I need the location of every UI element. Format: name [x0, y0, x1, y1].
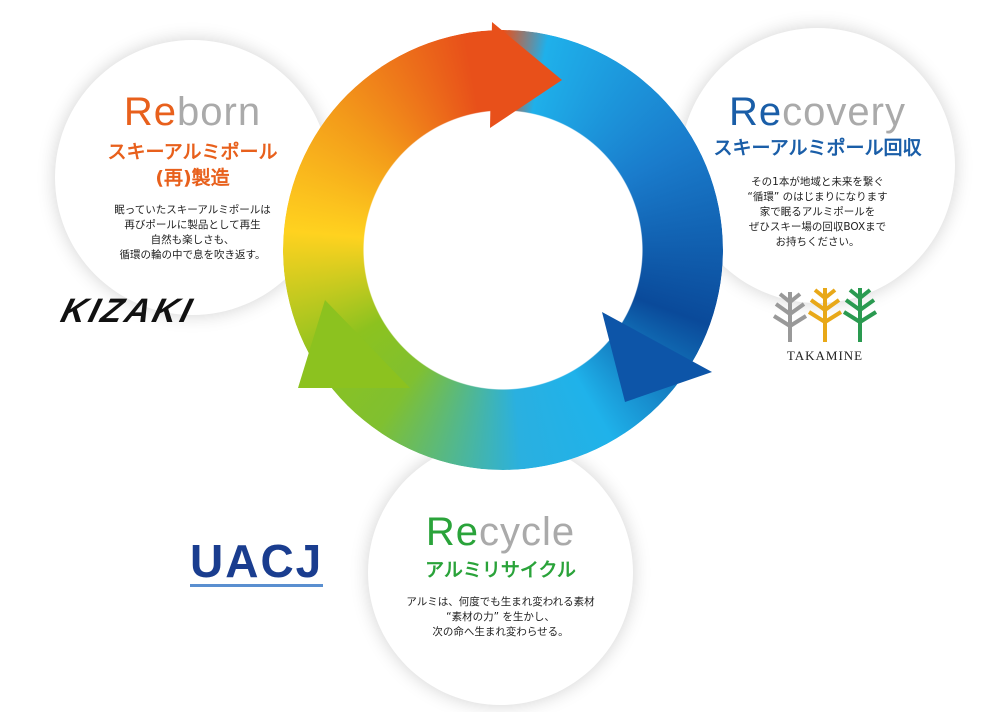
recovery-title: Recovery: [729, 90, 906, 134]
recovery-subtitle: スキーアルミポール回収: [713, 137, 922, 159]
recovery-circle: Recovery スキーアルミポール回収 その1本が地域と未来を繋ぐ “循環” …: [680, 28, 955, 303]
uacj-logo: UACJ: [190, 535, 324, 587]
recovery-body: その1本が地域と未来を繋ぐ “循環” のはじまりになります 家で眠るアルミポール…: [747, 176, 888, 248]
recycle-body: アルミは、何度でも生まれ変われる素材 “素材の力” を生かし、 次の命へ生まれ変…: [406, 596, 595, 638]
green-arrowhead: [298, 300, 410, 388]
trees-icon: [772, 288, 878, 342]
blue-arrowhead: [602, 312, 712, 402]
recycle-circle: Recycle アルミリサイクル アルミは、何度でも生まれ変われる素材 “素材の…: [368, 440, 633, 705]
recycle-subtitle: アルミリサイクル: [425, 559, 576, 581]
reborn-subtitle: スキーアルミポール (再)製造: [107, 141, 278, 189]
reborn-body: 眠っていたスキーアルミポールは 再びポールに製品として再生 自然も楽しさも、 循…: [114, 204, 271, 261]
kizaki-logo: KIZAKI: [57, 292, 199, 330]
recycle-title: Recycle: [425, 510, 576, 554]
orange-arrowhead: [490, 22, 562, 128]
reborn-title: Reborn: [123, 90, 262, 134]
takamine-logo: TAKAMINE: [770, 284, 880, 364]
reborn-circle: Reborn スキーアルミポール (再)製造 眠っていたスキーアルミポールは 再…: [55, 40, 330, 315]
takamine-label: TAKAMINE: [786, 348, 864, 363]
